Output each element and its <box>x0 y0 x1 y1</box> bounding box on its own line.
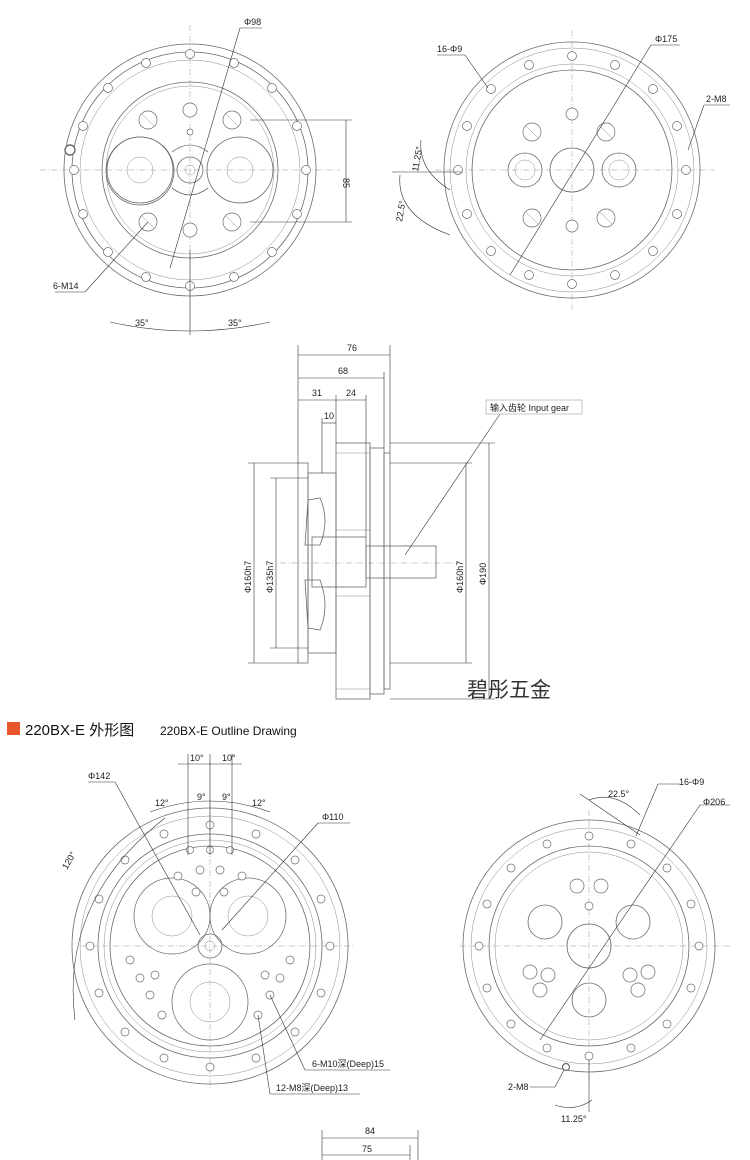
br-2m8-label: 2-M8 <box>508 1082 529 1092</box>
phi142-label: Φ142 <box>88 771 110 781</box>
bottom-front-view: Φ142 Φ110 120° 10° 10° 12° 12° 9° 9° 6-M… <box>60 753 390 1095</box>
br-16phi9-label: 16-Φ9 <box>679 777 704 787</box>
section-title: 220BX-E 外形图 <box>25 722 134 739</box>
rear-phi175-label: Φ175 <box>655 34 677 44</box>
bottom-rear-view: 22.5° 16-Φ9 Φ206 2-M8 11.25° <box>460 777 730 1124</box>
len-76-label: 76 <box>347 343 357 353</box>
dia-190-label: Φ190 <box>478 563 488 585</box>
side-view: 76 68 31 24 10 输入齿轮 Input gear Φ160h7 Φ1… <box>243 343 583 700</box>
m10-holes-label: 6-M10深(Deep)15 <box>312 1059 384 1069</box>
angle-12-right-label: 12° <box>252 798 266 808</box>
phi98-label: Φ98 <box>244 17 261 27</box>
dia-135-label: Φ135h7 <box>265 561 275 593</box>
section-subtitle: 220BX-E Outline Drawing <box>160 724 297 738</box>
len-84-label: 84 <box>365 1126 375 1136</box>
len-24-label: 24 <box>346 388 356 398</box>
bottom-side-view: 84 75 <box>321 1126 419 1160</box>
len-68-label: 68 <box>338 366 348 376</box>
m14-label: 6-M14 <box>53 281 79 291</box>
bottom-rear-flange-holes <box>474 831 704 1061</box>
section-header: 220BX-E 外形图 220BX-E Outline Drawing <box>7 722 297 739</box>
top-rear-view: 16-Φ9 Φ175 2-M8 11.25° 22.5° <box>392 30 730 310</box>
angle-35-right: 35° <box>228 318 242 328</box>
angle-120-label: 120° <box>60 850 78 871</box>
dia-160-right-label: Φ160h7 <box>455 561 465 593</box>
angle-9-left-label: 9° <box>197 792 206 802</box>
len-10-label: 10 <box>324 411 334 421</box>
rear-angle-11-label: 11.25° <box>410 145 424 172</box>
angle-9-right-label: 9° <box>222 792 231 802</box>
dia-160-left-label: Φ160h7 <box>243 561 253 593</box>
rear-2m8-label: 2-M8 <box>706 94 727 104</box>
br-angle-22-label: 22.5° <box>608 789 630 799</box>
input-gear-label: 输入齿轮 Input gear <box>490 402 569 413</box>
br-phi206-label: Φ206 <box>703 797 725 807</box>
len-31-label: 31 <box>312 388 322 398</box>
angle-35-left: 35° <box>135 318 149 328</box>
section-marker <box>7 722 20 735</box>
rear-flange-holes <box>453 51 691 289</box>
m8-holes-label: 12-M8深(Deep)13 <box>276 1083 348 1093</box>
angle-10-left-label: 10° <box>190 753 204 763</box>
height-85-label: 85 <box>341 178 351 188</box>
bottom-flange-holes <box>85 820 335 1072</box>
len-75-label: 75 <box>362 1144 372 1154</box>
angle-12-left-label: 12° <box>155 798 169 808</box>
phi110-label: Φ110 <box>322 812 344 822</box>
top-front-view: Φ98 85 6-M14 35° 35° <box>40 17 352 335</box>
rear-angle-22-label: 22.5° <box>394 199 408 222</box>
angle-10-right-label: 10° <box>222 753 236 763</box>
br-angle-11-label: 11.25° <box>561 1114 587 1124</box>
watermark: 碧彤五金 <box>467 678 551 702</box>
rear-16phi9-label: 16-Φ9 <box>437 44 462 54</box>
bottom-rear-tap-holes <box>522 878 656 998</box>
